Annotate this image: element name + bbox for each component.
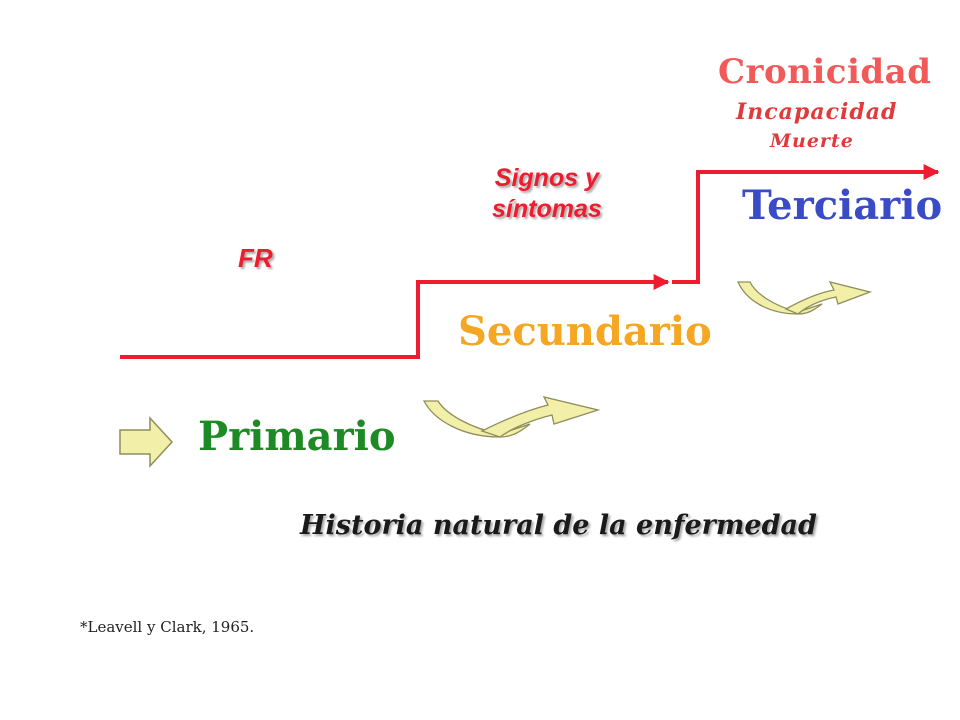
terciario-label: Terciario (742, 182, 943, 229)
diagram-title: Historia natural de la enfermedad (300, 510, 817, 541)
secundario-label: Secundario (458, 308, 712, 355)
curved-up-arrow-icon (422, 396, 601, 438)
citation: *Leavell y Clark, 1965. (80, 618, 255, 636)
signos-line-2: síntomas (492, 195, 602, 224)
step-line-lower (120, 274, 670, 359)
block-right-arrow-icon (119, 416, 174, 468)
step-line-upper (672, 164, 940, 284)
cronicidad-label: Cronicidad (718, 52, 932, 92)
muerte-label: Muerte (770, 130, 854, 152)
curved-up-arrow-icon (736, 281, 873, 315)
incapacidad-label: Incapacidad (736, 99, 898, 125)
signos-sintomas-label: Signos y síntomas (492, 163, 602, 226)
primario-label: Primario (198, 413, 396, 460)
signos-line-1: Signos y (494, 164, 599, 192)
fr-label: FR (238, 243, 273, 273)
